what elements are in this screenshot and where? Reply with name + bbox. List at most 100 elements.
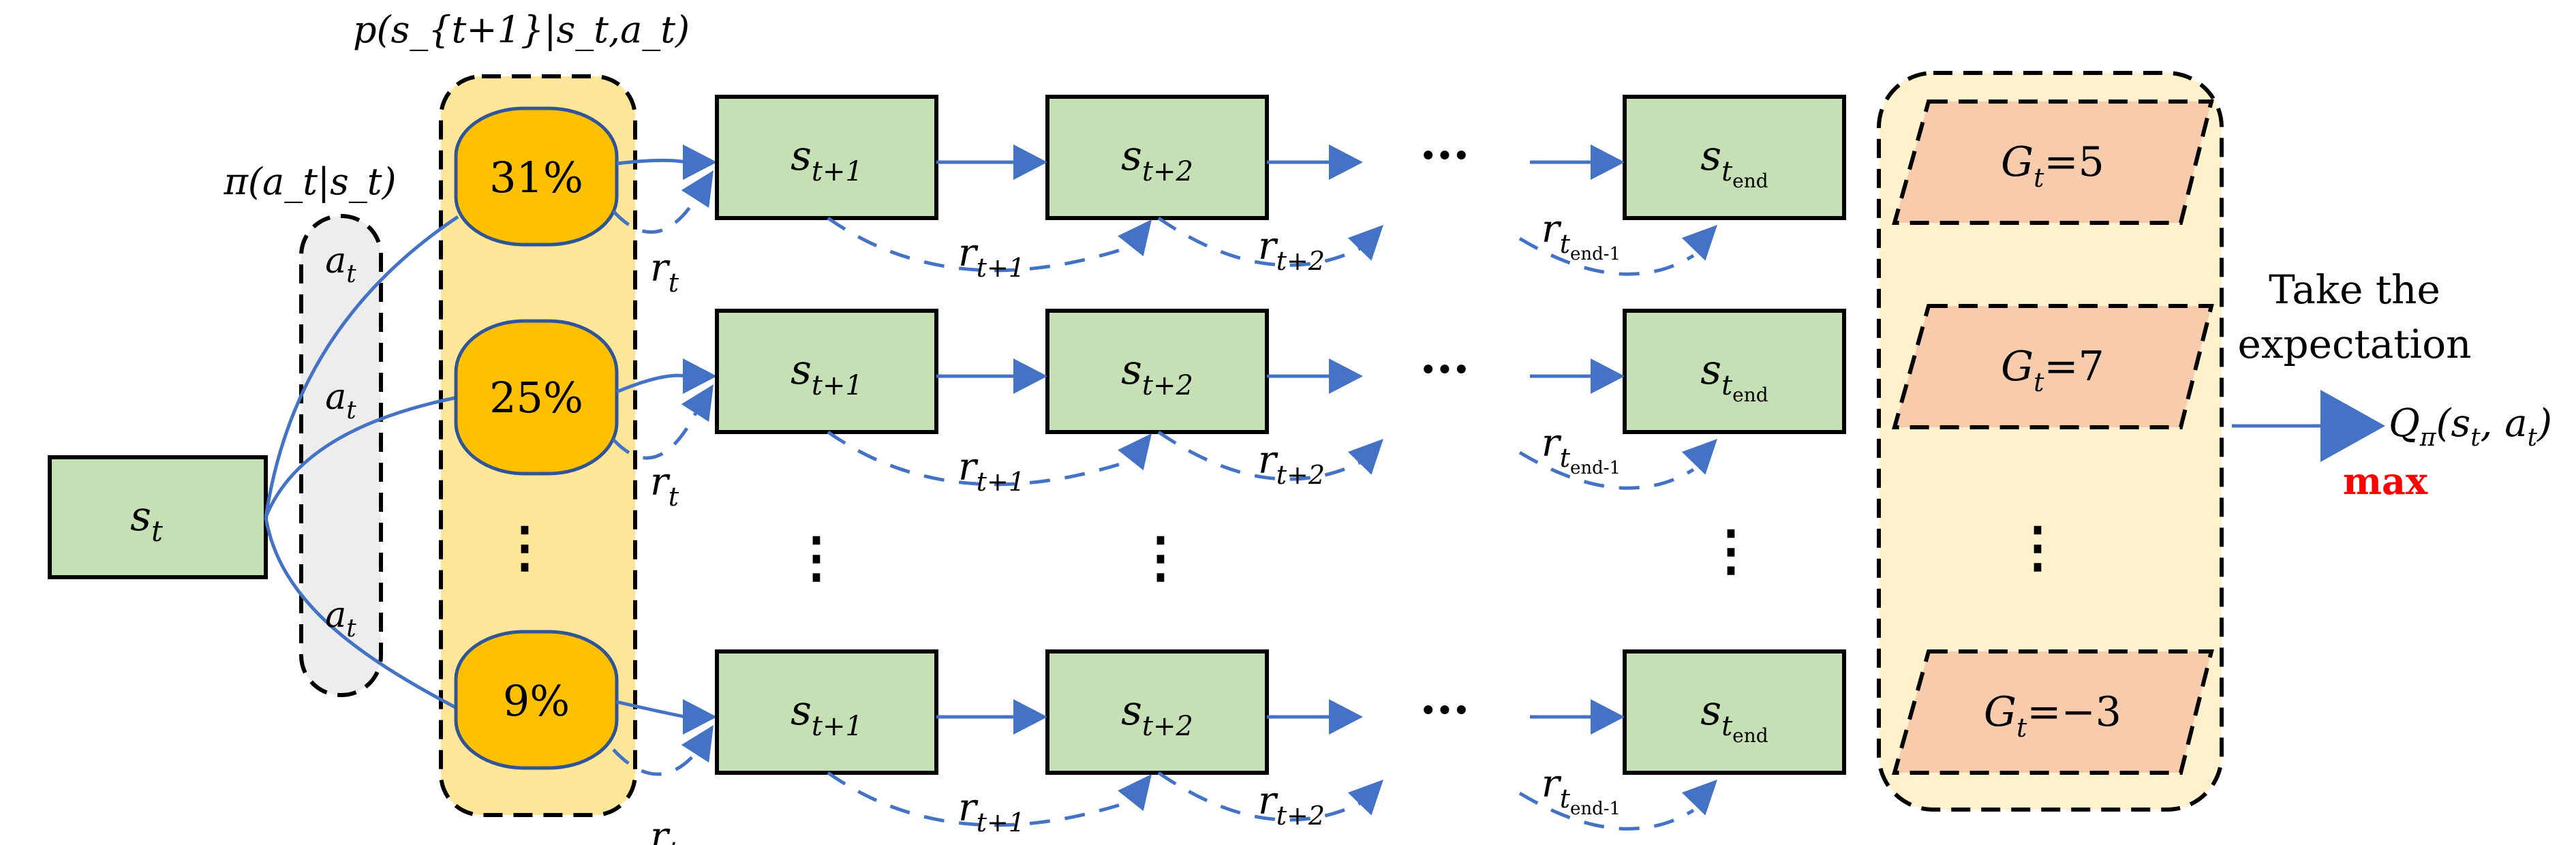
state-node-t1: st+1 [715,309,938,434]
reward-edge-rt [612,410,699,460]
svg-text:stend: stend [1700,687,1768,747]
return-panel [1877,71,2224,812]
reward-edge-t2 [1157,430,1361,481]
action-label-2: at [325,377,356,425]
transition-edge-1 [616,158,686,166]
reward-label-end: rtend-1 [1542,762,1621,819]
svg-text:25%: 25% [489,373,583,422]
policy-edges [264,215,459,711]
col-ellipsis-2: ⋮ [1133,525,1188,589]
reward-edge-t1-head [1118,774,1152,812]
horizontal-ellipsis: ··· [1420,681,1469,738]
reward-label-t1: rt+1 [958,445,1025,497]
policy-label: π(a_t|s_t) [223,160,396,203]
svg-text:stend: stend [1700,346,1768,406]
reward-edge-rt-head [681,170,714,209]
state-node-t2: st+2 [1045,649,1269,775]
action-label-1: at [325,241,356,288]
svg-text:st+2: st+2 [1121,132,1193,187]
edge-t1-t2-head [1013,144,1047,180]
max-label: max [2343,459,2428,503]
reward-edge-t2-head [1347,780,1383,816]
return-node-2: Gt=7 [1892,304,2214,429]
policy-edge-1 [264,215,459,518]
svg-text:Gt=5: Gt=5 [2001,138,2104,193]
transition-edge-3 [616,700,686,719]
reward-edge-t2-head [1347,439,1383,475]
policy-edge-2 [264,395,459,518]
edge-t2-dots-head [1329,699,1363,735]
return-node-3: Gt=−3 [1892,649,2214,775]
reward-label-rt: rt [650,246,679,298]
reward-edge-t2 [1157,216,1361,267]
transition-edge-2 [616,373,686,394]
col-ellipsis-3: ⋮ [1704,518,1758,582]
prob-ellipsis: ⋮ [497,514,552,579]
edge-dots-end-head [1591,358,1625,394]
col-ellipsis-1: ⋮ [789,525,844,589]
expectation-text-2: expectation [2238,321,2472,367]
transition-label: p(s_{t+1}|s_t,a_t) [353,8,690,51]
svg-text:st+2: st+2 [1121,346,1193,401]
reward-edge-end-head [1681,780,1717,816]
edge-dots-end-head [1591,144,1625,180]
trajectory-row-3: rt st+1 st+2 stend ··· rt+1 rt+2 rtend-1 [612,649,1846,845]
return-ellipsis: ⋮ [2010,514,2065,579]
reward-edge-end-head [1681,439,1717,475]
edge-t1-t2-head [1013,699,1047,735]
state-node-end: stend [1623,649,1846,775]
transition-edge-head [683,144,717,180]
transition-edge-head [683,699,717,735]
expectation-arrow [2232,390,2385,462]
state-node-end: stend [1623,309,1846,434]
reward-label-t2: rt+2 [1258,779,1325,831]
edge-t2-dots-head [1329,144,1363,180]
svg-text:Gt=−3: Gt=−3 [1984,688,2121,743]
state-node-t2: st+2 [1045,309,1269,434]
reward-label-end: rtend-1 [1542,207,1621,264]
reward-edge-t1-head [1118,219,1152,257]
reward-label-rt: rt [650,814,679,845]
reward-edge-rt [612,196,699,234]
edge-t1-t2-head [1013,358,1047,394]
state-node-end: stend [1623,95,1846,220]
svg-text:st+1: st+1 [791,346,863,401]
svg-text:st: st [130,493,163,548]
reward-edge-t1 [827,430,1135,487]
reward-label-t1: rt+1 [958,231,1025,283]
return-node-1: Gt=5 [1892,99,2214,225]
svg-text:st+1: st+1 [791,687,863,742]
reward-edge-t2 [1157,771,1361,822]
horizontal-ellipsis: ··· [1420,341,1469,397]
prob-node-2: 25% [454,319,619,476]
state-node-t2: st+2 [1045,95,1269,220]
reward-edge-t1-head [1118,433,1152,471]
policy-edge-3 [264,517,459,711]
svg-text:9%: 9% [503,676,570,726]
svg-text:Gt=7: Gt=7 [2001,343,2104,397]
reward-edge-rt [612,748,698,776]
state-node-t1: st+1 [715,95,938,220]
svg-text:31%: 31% [489,153,583,202]
reward-edge-rt-head [681,725,714,763]
reward-edge-end-head [1681,225,1717,261]
action-panel [299,214,383,697]
q-value-label: Qπ(st, at) [2389,401,2552,452]
reward-label-t1: rt+1 [958,786,1025,838]
edge-t2-dots-head [1329,358,1363,394]
reward-edge-t1 [827,771,1135,827]
reward-label-t2: rt+2 [1258,438,1325,490]
svg-text:st+2: st+2 [1121,687,1193,742]
action-labels: at at at [325,241,356,643]
action-label-3: at [325,595,356,643]
svg-text:st+1: st+1 [791,132,863,187]
state-node-t1: st+1 [715,649,938,775]
edge-dots-end-head [1591,699,1625,735]
reward-edge-t1 [827,216,1135,273]
horizontal-ellipsis: ··· [1420,127,1469,183]
reward-edge-rt-head [681,384,714,422]
svg-text:stend: stend [1700,132,1768,192]
